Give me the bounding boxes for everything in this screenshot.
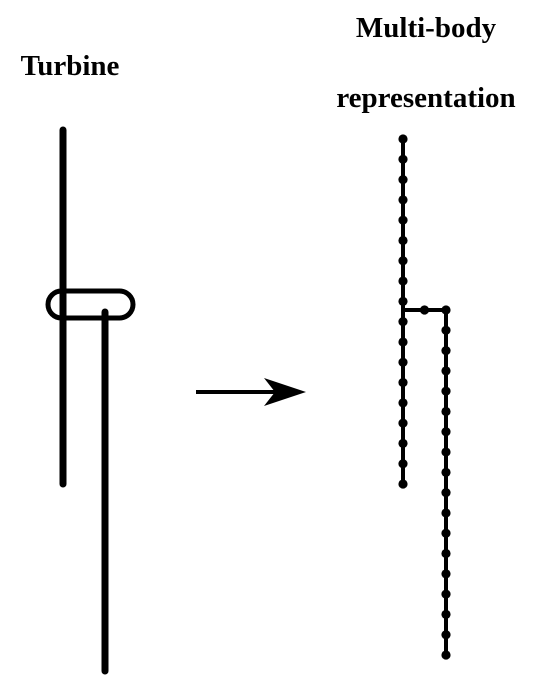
multibody-node — [441, 548, 451, 559]
multibody-node — [398, 195, 408, 205]
multibody-node — [398, 276, 408, 286]
multibody-node — [441, 569, 451, 579]
turbine-connection-loop — [45, 288, 136, 321]
multibody-node — [441, 467, 451, 477]
multibody-node — [441, 325, 451, 335]
multibody-node — [398, 256, 408, 266]
multibody-node — [398, 317, 408, 327]
multibody-node — [441, 630, 451, 640]
multibody-node — [398, 418, 408, 428]
multibody-node — [441, 406, 451, 417]
multibody-connector-node — [419, 305, 430, 315]
multibody-node — [441, 386, 451, 396]
multibody-node — [398, 174, 408, 185]
multibody-column-a-nodes — [398, 134, 408, 489]
multibody-node — [441, 609, 451, 620]
multibody-connector-nodes — [419, 305, 430, 315]
multibody-node — [441, 366, 451, 376]
multibody-node — [398, 134, 408, 144]
multibody-node — [398, 398, 408, 408]
multibody-node — [398, 215, 408, 225]
multibody-node — [441, 447, 451, 457]
multibody-node — [398, 438, 408, 449]
multibody-node — [398, 357, 408, 367]
multibody-node — [398, 459, 408, 469]
multibody-representation — [398, 134, 451, 660]
multibody-node — [398, 337, 408, 347]
multibody-node — [398, 377, 408, 388]
multibody-column-b-nodes — [441, 305, 451, 660]
multibody-node — [398, 479, 408, 489]
turbine-label: Turbine — [20, 50, 120, 82]
multibody-node — [441, 589, 451, 599]
multibody-node — [441, 305, 451, 315]
arrow-icon — [196, 378, 306, 406]
turbine-schematic — [45, 126, 136, 675]
multibody-node — [441, 508, 451, 518]
multibody-node — [441, 488, 451, 498]
multibody-node — [441, 650, 451, 660]
multibody-node — [398, 235, 408, 246]
multibody-node — [398, 296, 408, 306]
multibody-node — [441, 528, 451, 538]
multibody-node — [441, 345, 451, 356]
multibody-label-line1: Multi-body — [355, 12, 497, 44]
multibody-node — [441, 427, 451, 437]
multibody-label-line2: representation — [336, 82, 516, 114]
multibody-node — [398, 154, 408, 164]
